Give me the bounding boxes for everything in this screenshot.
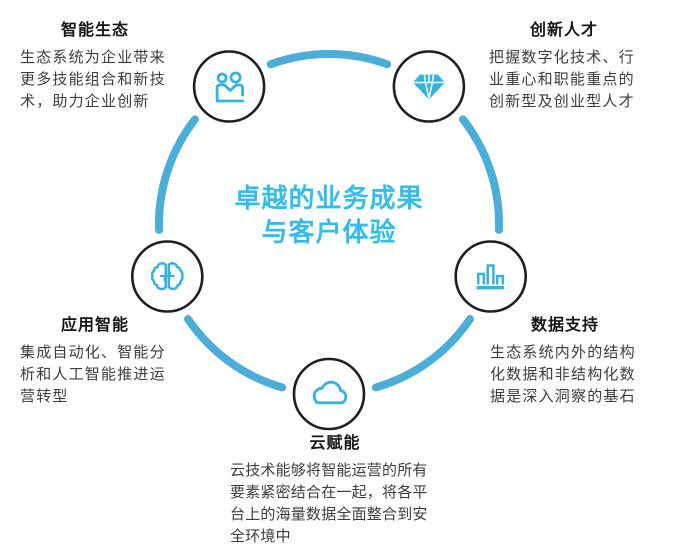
label-applied-intelligence-title: 应用智能 <box>60 317 129 334</box>
label-body-line: 台上的海量数据全面整合到安 <box>230 506 428 523</box>
label-data-support-title: 数据支持 <box>530 317 599 334</box>
label-body-line: 业重心和职能重点的 <box>489 71 635 88</box>
diamond-icon <box>412 74 445 100</box>
label-talent-title: 创新人才 <box>529 22 598 39</box>
ring-arc-top <box>266 50 392 69</box>
label-body-line: 生态系统内外的结构 <box>490 344 636 361</box>
node-ecosystem <box>192 50 266 123</box>
label-applied-intelligence: 应用智能 集成自动化、智能分 析和人工智能推进运 营转型 <box>20 316 170 408</box>
ring-arcs <box>155 50 503 392</box>
label-cloud-enablement-title: 云赋能 <box>309 435 361 452</box>
label-body-line: 创新型及创业型人才 <box>489 93 635 110</box>
node-circle-data-support <box>454 240 528 313</box>
headline-line-1: 卓越的业务成果 <box>234 183 424 213</box>
label-body-line: 生态系统为企业带来 <box>20 49 166 66</box>
node-applied-intelligence <box>131 240 204 313</box>
node-circle-ecosystem <box>192 50 266 123</box>
ring-arc-bottom-right <box>371 315 474 392</box>
label-body-line: 析和人工智能推进运 <box>20 366 166 383</box>
label-body-line: 化数据和非结构化数 <box>490 366 636 383</box>
node-cloud-enablement <box>292 357 366 431</box>
label-body-line: 更多技能组合和新技 <box>20 71 166 88</box>
node-talent <box>392 50 466 123</box>
node-data-support <box>454 240 528 313</box>
bar-chart-icon <box>476 264 505 290</box>
label-body-line: 云技术能够将智能运营的所有 <box>230 462 428 479</box>
label-body-line: 营转型 <box>20 388 69 405</box>
label-cloud-enablement: 云赋能 云技术能够将智能运营的所有 要素紧密结合在一起，将各平 台上的海量数据全… <box>230 434 440 548</box>
headline-line-2: 与客户体验 <box>261 217 397 247</box>
label-ecosystem-title: 智能生态 <box>60 22 129 39</box>
ring-arc-right <box>458 115 503 234</box>
cloud-icon <box>312 380 348 405</box>
label-body-line: 集成自动化、智能分 <box>20 344 166 361</box>
label-body-line: 术，助力企业创新 <box>20 93 150 110</box>
brain-circuit-icon <box>150 261 184 291</box>
ring-arc-bottom-left <box>184 315 287 392</box>
ring-arc-left <box>155 115 200 234</box>
label-body-line: 据是深入洞察的基石 <box>490 388 636 405</box>
label-body-line: 全环境中 <box>230 528 291 545</box>
people-icon <box>215 71 245 103</box>
label-body-line: 把握数字化技术、行 <box>489 49 635 66</box>
label-talent: 创新人才 把握数字化技术、行 业重心和职能重点的 创新型及创业型人才 <box>489 21 639 113</box>
center-headline: 卓越的业务成果 与客户体验 <box>129 181 529 249</box>
label-ecosystem: 智能生态 生态系统为企业带来 更多技能组合和新技 术，助力企业创新 <box>20 21 170 113</box>
label-body-line: 要素紧密结合在一起，将各平 <box>230 484 428 501</box>
label-data-support: 数据支持 生态系统内外的结构 化数据和非结构化数 据是深入洞察的基石 <box>490 316 640 408</box>
node-circle-cloud-enablement <box>292 357 366 431</box>
